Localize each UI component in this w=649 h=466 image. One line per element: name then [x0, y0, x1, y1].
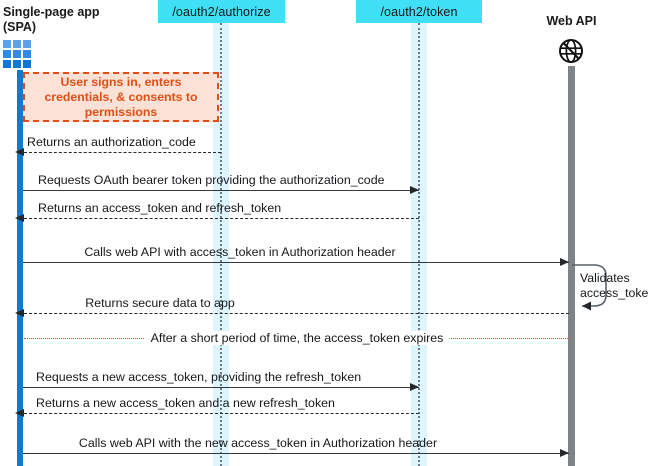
- message-label-4: Calls web API with access_token in Autho…: [84, 245, 396, 259]
- self-message-validates: [566, 262, 646, 314]
- message-label-5: Returns secure data to app: [85, 296, 235, 310]
- participant-label-spa: Single-page app (SPA): [3, 5, 100, 34]
- participant-box-authorize[interactable]: /oauth2/authorize: [158, 0, 285, 23]
- lifeline-authorize: [220, 23, 222, 466]
- message-label-1: Returns an authorization_code: [27, 135, 196, 149]
- message-line-6: [23, 387, 419, 388]
- activation-bar-spa: [17, 70, 23, 466]
- message-arrowhead-2: [410, 185, 419, 194]
- message-line-7: [24, 413, 419, 414]
- participant-box-token[interactable]: /oauth2/token: [356, 0, 482, 23]
- message-line-5: [24, 313, 569, 314]
- message-line-3: [24, 218, 419, 219]
- self-message-label: Validates access_token: [580, 271, 649, 300]
- message-label-6: Requests a new access_token, providing t…: [36, 370, 362, 384]
- message-arrowhead-7: [15, 408, 24, 417]
- message-line-1: [24, 152, 221, 153]
- message-label-7: Returns a new access_token and a new ref…: [36, 396, 335, 410]
- lifeline-token: [418, 23, 420, 466]
- message-label-8: Calls web API with the new access_token …: [78, 436, 438, 450]
- message-arrowhead-6: [410, 382, 419, 391]
- globe-icon: [558, 38, 584, 64]
- message-arrowhead-3: [15, 213, 24, 222]
- message-label-3: Returns an access_token and refresh_toke…: [38, 201, 282, 215]
- divider-label: After a short period of time, the access…: [144, 331, 450, 345]
- message-arrowhead-5: [15, 308, 24, 317]
- message-arrowhead-1: [15, 147, 24, 156]
- participant-label-webapi: Web API: [546, 14, 597, 28]
- message-line-2: [23, 190, 419, 191]
- message-arrowhead-8: [560, 448, 569, 457]
- message-label-2: Requests OAuth bearer token providing th…: [38, 173, 385, 187]
- message-line-4: [23, 262, 569, 263]
- note-user-signin: User signs in, enters credentials, & con…: [23, 72, 219, 122]
- message-line-8: [23, 453, 569, 454]
- message-arrowhead-4: [560, 257, 569, 266]
- lifeline-webapi: [568, 66, 575, 466]
- app-grid-icon: [3, 40, 31, 68]
